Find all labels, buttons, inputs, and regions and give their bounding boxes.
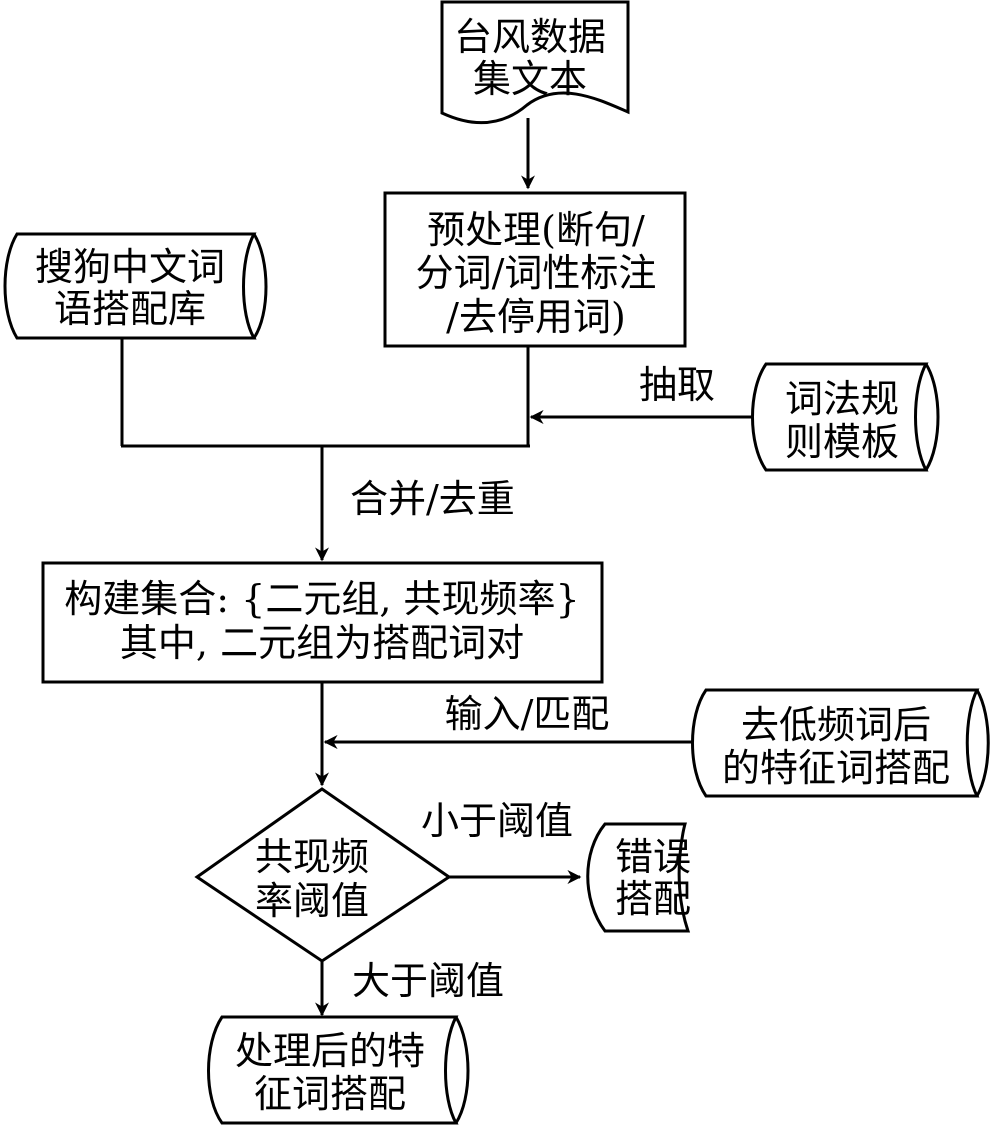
build-set-line-1: 构建集合: {二元组, 共现频率} [64, 577, 579, 621]
preprocess-line-3: /去停用词) [446, 295, 626, 339]
filtered-pairs-line-2: 的特征词搭配 [722, 746, 950, 790]
result-line-1: 处理后的特 [235, 1029, 425, 1073]
node-build-set: 构建集合: {二元组, 共现频率} 其中, 二元组为搭配词对 [41, 561, 604, 684]
preprocess-line-1: 预处理(断句/ [427, 208, 645, 252]
node-preprocess: 预处理(断句/ 分词/词性标注 /去停用词) [383, 191, 687, 348]
sogou-db-line-1: 搜狗中文词 [35, 245, 225, 289]
result-line-2: 征词搭配 [254, 1072, 406, 1116]
connectors [120, 118, 752, 1017]
threshold-line-1: 共现频 [255, 835, 369, 879]
build-set-line-2: 其中, 二元组为搭配词对 [120, 621, 524, 665]
document-shape [440, 0, 630, 124]
node-source-text: 台风数据 集文本 [440, 0, 630, 124]
wrong-pairs-line-1: 错误 [615, 835, 691, 879]
rule-template-line-1: 词法规 [785, 377, 899, 421]
node-filtered-pairs: 去低频词后 的特征词搭配 [691, 688, 990, 798]
stored-data-edge [252, 233, 268, 339]
preprocess-line-2: 分词/词性标注 [416, 251, 657, 295]
process-box [41, 561, 604, 684]
node-wrong-pairs: 错误 搭配 [586, 822, 691, 933]
edge-label-above: 大于阈值 [352, 959, 504, 1003]
node-sogou-db: 搜狗中文词 语搭配库 [3, 232, 268, 340]
edge-label-below: 小于阈值 [421, 799, 573, 843]
stored-data-edge [454, 1016, 470, 1124]
source-text-line-1: 台风数据 [454, 15, 606, 59]
process-box [383, 191, 687, 348]
edge-label-extract: 抽取 [639, 363, 715, 407]
sogou-db-line-2: 语搭配库 [54, 287, 206, 331]
stored-data-edge [924, 363, 940, 471]
node-threshold: 共现频 率阈值 [194, 787, 452, 963]
node-rule-template: 词法规 则模板 [751, 362, 940, 472]
filtered-pairs-line-1: 去低频词后 [741, 703, 931, 747]
edge-label-match: 输入/匹配 [445, 692, 610, 736]
stored-data-shape [586, 822, 691, 933]
edge-label-merge: 合并/去重 [350, 477, 515, 521]
wrong-pairs-line-2: 搭配 [615, 877, 691, 921]
decision-diamond [194, 787, 452, 963]
node-result: 处理后的特 征词搭配 [207, 1015, 470, 1125]
threshold-line-2: 率阈值 [255, 879, 369, 923]
stored-data-edge [975, 689, 990, 797]
rule-template-line-2: 则模板 [785, 420, 899, 464]
source-text-line-2: 集文本 [473, 57, 587, 101]
